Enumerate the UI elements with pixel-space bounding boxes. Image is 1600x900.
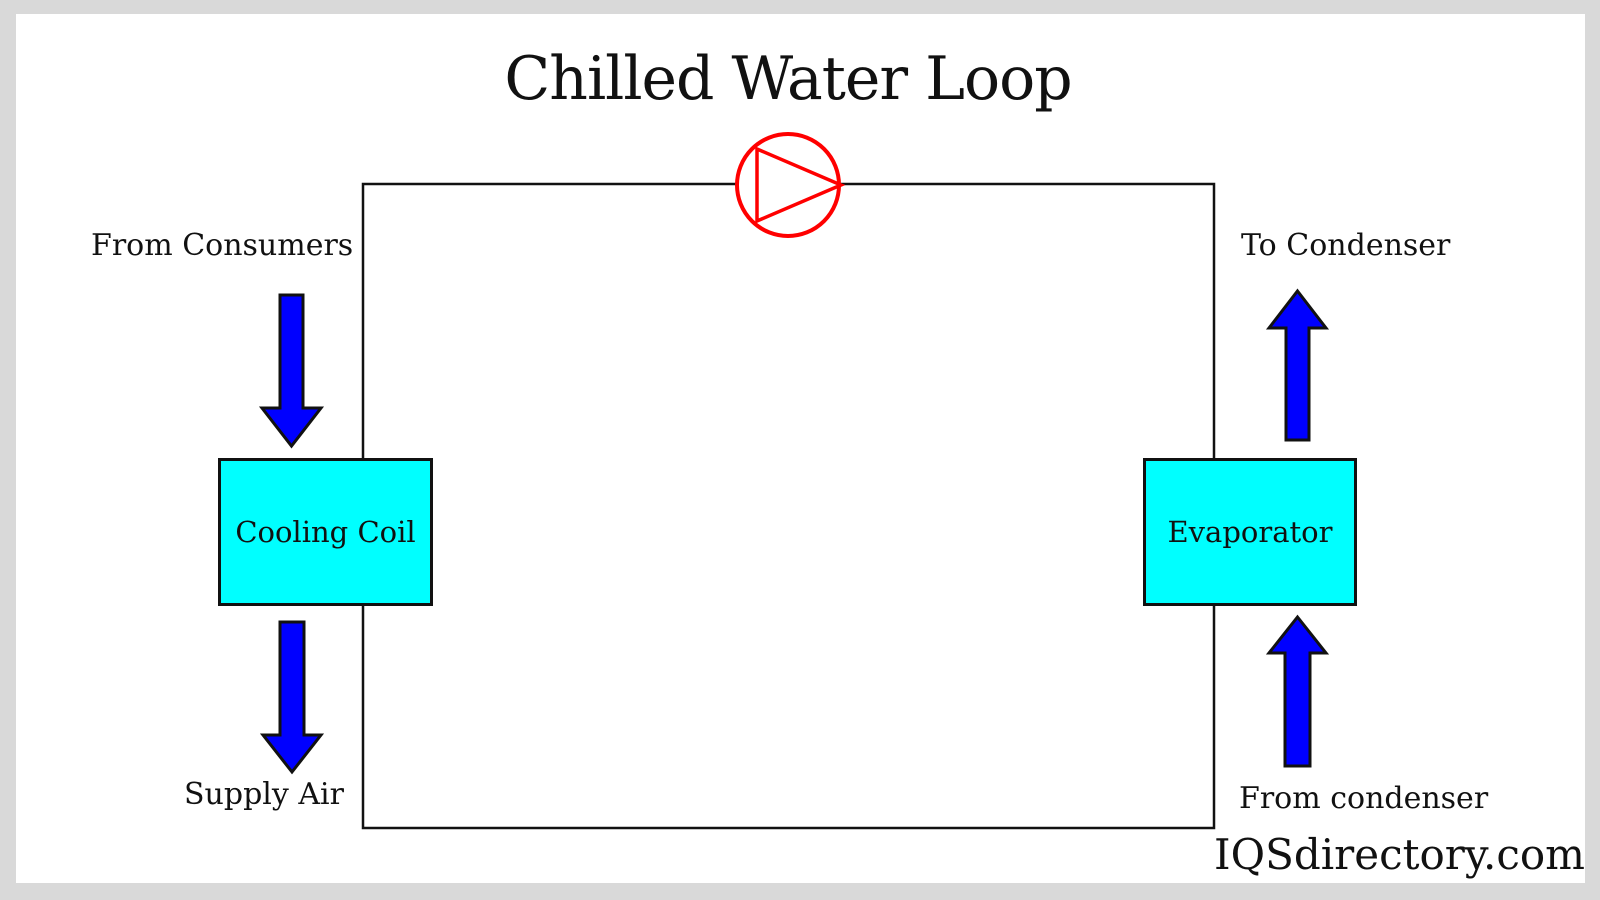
evaporator-label: Evaporator	[1167, 515, 1333, 549]
cooling-coil-box: Cooling Coil	[218, 458, 433, 606]
pump-triangle-icon	[755, 146, 846, 224]
from-condenser-arrow-icon	[1265, 614, 1330, 768]
from-consumers-arrow-icon	[258, 293, 325, 449]
evaporator-box: Evaporator	[1143, 458, 1357, 606]
watermark: IQSdirectory.com	[1214, 830, 1585, 879]
from-consumers-label: From Consumers	[91, 228, 354, 263]
cooling-coil-label: Cooling Coil	[235, 515, 416, 549]
pipe-loop	[361, 182, 1216, 830]
page-title: Chilled Water Loop	[504, 44, 1072, 114]
to-condenser-label: To Condenser	[1241, 228, 1451, 263]
pump-icon	[735, 132, 846, 238]
to-condenser-arrow-icon	[1265, 288, 1330, 442]
supply-air-label: Supply Air	[184, 777, 344, 812]
supply-air-arrow-icon	[259, 620, 325, 775]
from-condenser-label: From condenser	[1239, 781, 1489, 816]
